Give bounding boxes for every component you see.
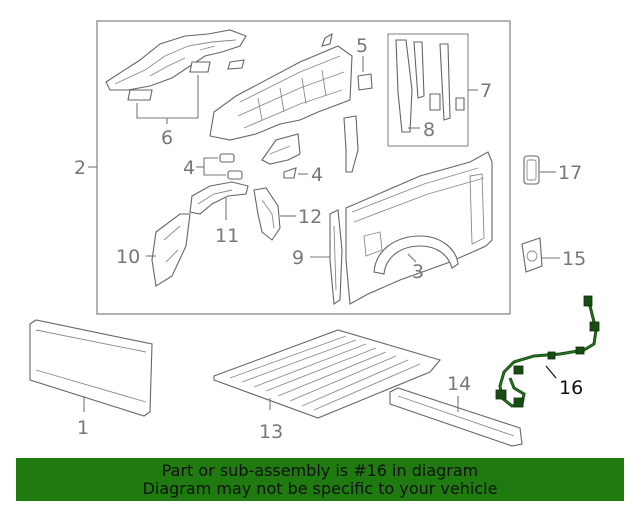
callout-5: 5 [356, 35, 368, 57]
part-16-wiring-harness [495, 295, 600, 408]
banner-line-2: Diagram may not be specific to your vehi… [142, 478, 498, 498]
part-1-front-panel [29, 319, 153, 417]
part-notice-banner: Part or sub-assembly is #16 in diagram D… [16, 458, 624, 501]
part-13-floor-panel [213, 329, 441, 419]
callout-1: 1 [77, 417, 89, 439]
callout-10: 10 [116, 246, 140, 268]
banner-background [16, 458, 624, 501]
inner-side-panel [209, 32, 353, 141]
callout-16: 16 [559, 377, 583, 399]
part-6-rail [105, 29, 247, 124]
part-17-grommet [523, 155, 556, 185]
callout-14: 14 [447, 373, 471, 395]
part-11-wheelhouse-inner [189, 181, 249, 220]
callout-17: 17 [558, 162, 582, 184]
callout-7: 7 [480, 80, 492, 102]
part-12-bracket [253, 187, 296, 241]
callout-2: 2 [74, 157, 86, 179]
callout-9: 9 [292, 247, 304, 269]
callout-11: 11 [215, 225, 239, 247]
callout-4-left: 4 [183, 157, 195, 179]
callout-6: 6 [161, 127, 173, 149]
callout-4-right: 4 [311, 164, 323, 186]
part-3-outer-side-panel [345, 151, 493, 305]
part-10-liner [146, 213, 191, 287]
callout-13: 13 [259, 421, 283, 443]
part-15-housing [521, 237, 560, 273]
part-4-clips [196, 153, 308, 180]
part-9-pillar [310, 209, 343, 305]
callout-8: 8 [423, 119, 435, 141]
center-post [343, 115, 359, 173]
wheelhouse-piece [261, 133, 301, 165]
part-14-sill [389, 387, 523, 447]
callout-12: 12 [298, 206, 322, 228]
part-7-8-pillar-group [387, 33, 478, 147]
part-5-bracket [357, 56, 373, 91]
callout-15: 15 [562, 248, 586, 270]
callout-3: 3 [412, 261, 424, 283]
banner-line-1: Part or sub-assembly is #16 in diagram [161, 460, 479, 480]
